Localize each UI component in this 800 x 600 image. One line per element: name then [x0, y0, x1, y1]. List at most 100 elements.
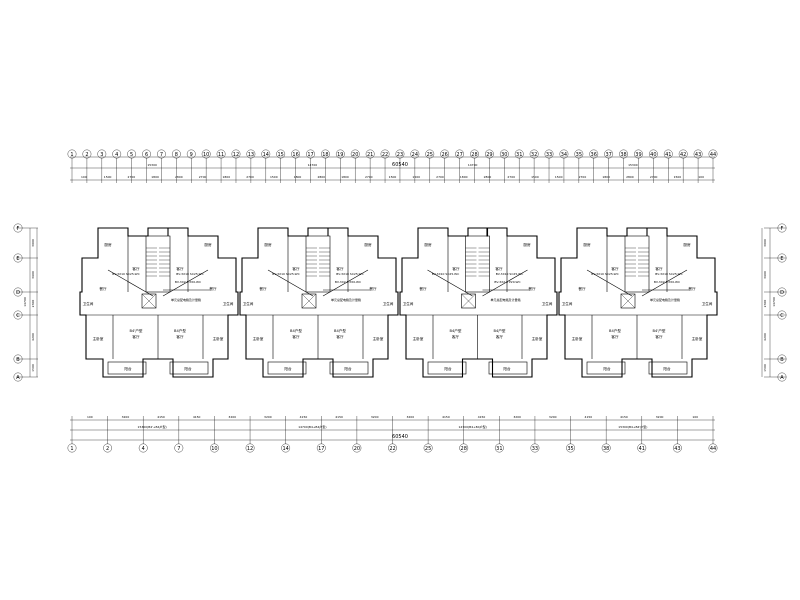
axis-label-top: 4: [115, 152, 118, 158]
cable-label: BV-3X10 SC25-WC: [176, 272, 204, 276]
room-label-balcony: 阳台: [603, 366, 611, 371]
outer-wall: [399, 227, 558, 378]
axis-label-top: 7: [160, 152, 163, 158]
axis-label-left: A: [16, 375, 20, 381]
room-label-dining: 餐厅: [369, 286, 377, 291]
room-label-dining: 餐厅: [419, 286, 427, 291]
room-label-kitchen: 厨房: [424, 242, 432, 247]
axis-label-top: 9: [190, 152, 193, 158]
room-label-balcony: 阳台: [503, 366, 511, 371]
wire: [586, 269, 633, 297]
room-label-living: 客厅: [452, 334, 460, 339]
axis-label-left: C: [16, 313, 20, 319]
room-label-master-bedroom: 主卧室: [413, 336, 424, 341]
bottom-dim-upper: 3200: [406, 415, 414, 419]
room-label-balcony: 阳台: [184, 366, 192, 371]
room-label-living: 客厅: [292, 266, 300, 271]
room-label-dining: 餐厅: [259, 286, 267, 291]
axis-label-top: 23: [397, 152, 403, 158]
top-dim-lower: 2700: [128, 175, 136, 179]
room-label-kitchen: 厨房: [364, 242, 372, 247]
top-dim-upper: 15300: [147, 163, 157, 167]
room-label-living: 客厅: [132, 334, 140, 339]
top-dim-upper: 14700: [468, 163, 478, 167]
axis-label-top: 17: [307, 152, 313, 158]
axis-label-top: 14: [263, 152, 269, 158]
dim-right: 3000: [763, 239, 767, 247]
cable-label-sub: BV-3X2.5 P20-WC: [654, 280, 680, 284]
panel-note: 单元总配电箱及计量箱: [171, 297, 201, 302]
axis-label-top: 25: [427, 152, 433, 158]
bottom-dim-upper: 3200: [549, 415, 557, 419]
top-dim-lower: 1800: [460, 175, 468, 179]
dim-right: 3600: [763, 271, 767, 279]
dim-left: 1500: [31, 364, 35, 372]
room-label-living: 客厅: [132, 266, 140, 271]
bottom-dim-upper: 4150: [300, 415, 308, 419]
top-dim-lower: 100: [698, 175, 704, 179]
room-label-dining: 餐厅: [578, 286, 586, 291]
top-dim-lower: 2800: [175, 175, 183, 179]
axis-label-bottom: 7: [177, 446, 180, 452]
bottom-dim-upper: 3200: [371, 415, 379, 419]
room-label-dining: 餐厅: [209, 286, 217, 291]
axis-label-top: 34: [561, 152, 567, 158]
top-dim-lower: 2700: [650, 175, 658, 179]
room-label-bath: 卫生间: [542, 301, 553, 306]
axis-label-bottom: 38: [603, 446, 609, 452]
room-label-dining: 餐厅: [528, 286, 536, 291]
balcony: [107, 361, 147, 375]
room-label-bath: 卫生间: [403, 301, 414, 306]
wire: [107, 269, 154, 297]
axis-label-top: 39: [635, 152, 641, 158]
axis-label-left: B: [16, 357, 20, 363]
bottom-dim-upper: 4150: [193, 415, 201, 419]
axis-label-bottom: 28: [461, 446, 467, 452]
axis-label-top: 35: [576, 152, 582, 158]
room-label-master-bedroom: 主卧室: [93, 336, 104, 341]
balcony: [427, 361, 467, 375]
axis-label-top: 28: [471, 152, 477, 158]
axis-label-bottom: 44: [710, 446, 716, 452]
cable-label: BV-3X10 SC25-WC: [336, 272, 364, 276]
top-dim-lower: 1800: [341, 175, 349, 179]
top-dim-lower: 2800: [626, 175, 634, 179]
cable-label-sub: BV-3X2.5 P20-WC: [494, 280, 520, 284]
wire: [427, 269, 473, 297]
axis-label-top: 29: [486, 152, 492, 158]
axis-label-bottom: 17: [318, 446, 324, 452]
room-label-living: 客厅: [611, 266, 619, 271]
room-label-bath: 卫生间: [383, 301, 394, 306]
bottom-dim-upper: 3200: [264, 415, 272, 419]
room-label-kitchen: 厨房: [264, 242, 272, 247]
top-dim-lower: 2700: [246, 175, 254, 179]
balcony: [488, 361, 528, 375]
room-label-balcony: 阳台: [344, 366, 352, 371]
bottom-dim-upper: 3200: [228, 415, 236, 419]
unit-type-label: B4户型: [334, 328, 346, 333]
axis-label-top: 18: [322, 152, 328, 158]
top-dim-lower: 1500: [674, 175, 682, 179]
axis-label-bottom: 43: [674, 446, 680, 452]
axis-label-right: A: [780, 375, 784, 381]
axis-label-right: E: [780, 256, 783, 262]
bottom-dim-upper: 3200: [656, 415, 664, 419]
axis-label-bottom: 14: [282, 446, 288, 452]
cable-label: BV-3X10 SC25-WC: [496, 272, 524, 276]
axis-label-bottom: 41: [639, 446, 645, 452]
balcony: [329, 361, 369, 375]
wire: [482, 269, 528, 297]
bottom-dim-upper: 100: [692, 415, 698, 419]
panel-note: 单元总配电箱及计量箱: [650, 297, 680, 302]
room-label-living: 客厅: [176, 266, 184, 271]
unit-type-label: B4户型: [609, 328, 621, 333]
wire: [267, 269, 314, 297]
unit-type-label: B4户型: [174, 328, 186, 333]
axis-label-top: 26: [441, 152, 447, 158]
top-dim-lower: 1800: [151, 175, 159, 179]
